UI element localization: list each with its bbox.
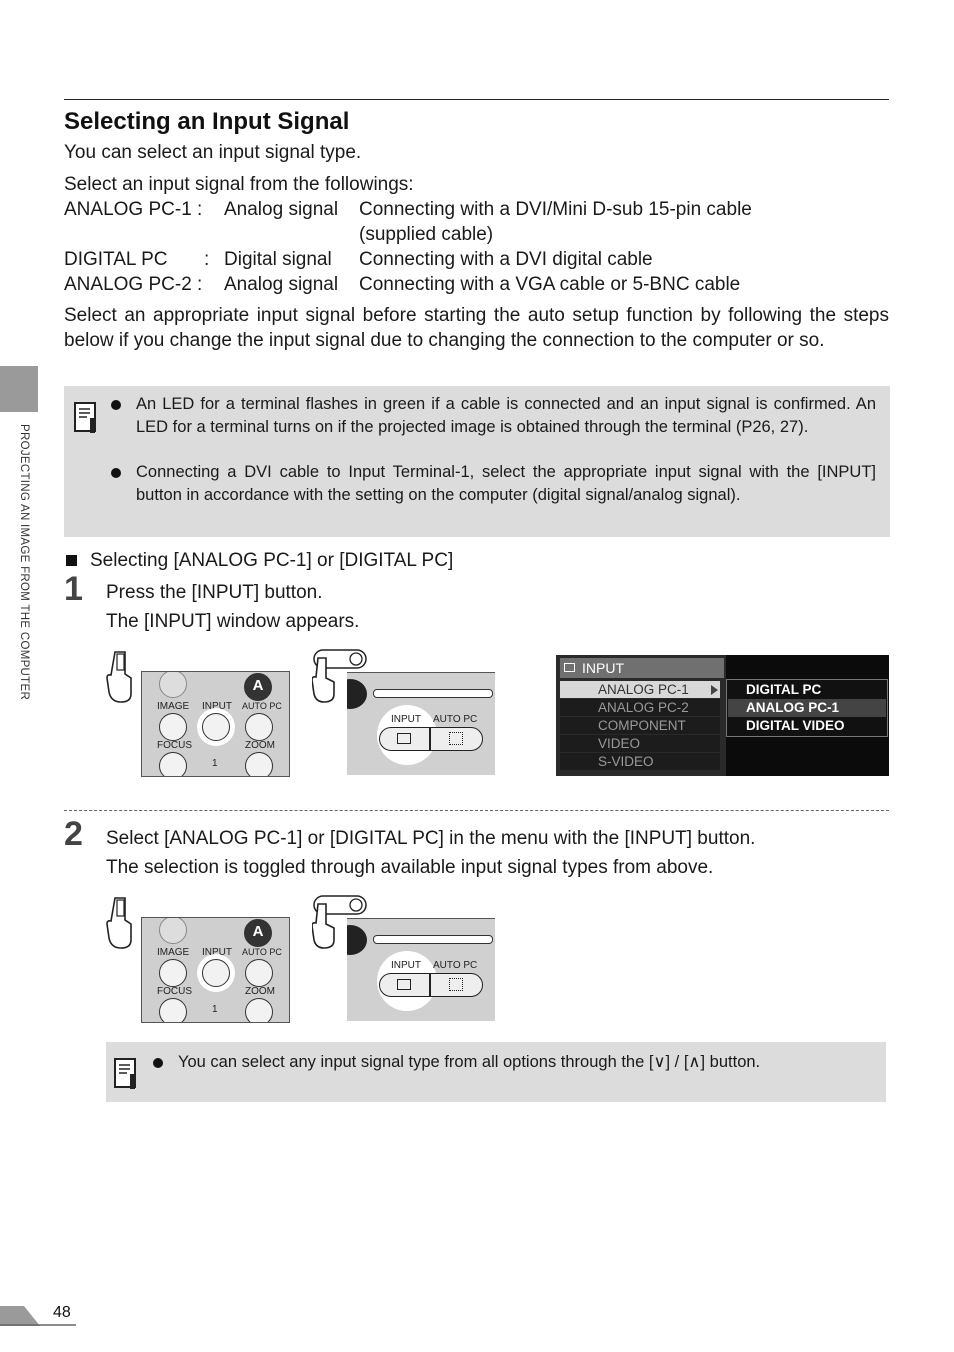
image-label: IMAGE: [157, 701, 190, 712]
input-icon[interactable]: [202, 713, 230, 741]
image-label: IMAGE: [157, 947, 190, 958]
signal-colon: :: [204, 249, 210, 270]
osd-sub-digital-video[interactable]: DIGITAL VIDEO: [746, 718, 845, 733]
step-number-1: 1: [64, 570, 83, 608]
osd-sub-analog-pc1[interactable]: ANALOG PC-1: [728, 699, 886, 717]
section-title: Selecting an Input Signal: [64, 108, 350, 135]
input-icon[interactable]: [397, 733, 411, 744]
input-label: INPUT: [202, 701, 232, 712]
note1-bullet-2: Connecting a DVI cable to Input Terminal…: [136, 463, 876, 504]
remote-control-2: A IMAGE INPUT AUTO PC FOCUS ZOOM 1: [141, 917, 290, 1023]
panel-auto-pc-label: AUTO PC: [433, 714, 478, 725]
osd-sub-digital-pc[interactable]: DIGITAL PC: [746, 682, 822, 697]
remote-hand-icon: [106, 894, 136, 955]
subheading: Selecting [ANALOG PC-1] or [DIGITAL PC]: [90, 550, 454, 571]
projector-panel-1: INPUT AUTO PC: [347, 672, 495, 775]
signal-type: Analog signal: [224, 199, 339, 220]
focus-icon[interactable]: [159, 998, 187, 1022]
power-icon: [159, 672, 187, 698]
auto-pc-icon[interactable]: [245, 713, 273, 741]
step-separator: [64, 810, 889, 811]
signal-type: Digital signal: [224, 249, 332, 270]
bullet-dot: [153, 1058, 163, 1068]
signal-desc: Connecting with a VGA cable or 5-BNC cab…: [359, 274, 741, 295]
osd-item-analog-pc1[interactable]: ANALOG PC-1: [560, 681, 720, 698]
note-box-1: An LED for a terminal flashes in green i…: [64, 386, 890, 537]
chapter-tab: [0, 366, 38, 412]
osd-item-s-video[interactable]: S-VIDEO: [560, 753, 720, 770]
panel-hand-icon: [311, 648, 370, 709]
remote-control-1: A IMAGE INPUT AUTO PC FOCUS ZOOM 1: [141, 671, 290, 777]
submenu-arrow-icon: [711, 685, 718, 695]
image-icon[interactable]: [159, 713, 187, 741]
input-icon: [564, 663, 575, 672]
step-2-result: The selection is toggled through availab…: [106, 857, 714, 878]
page-number: 48: [53, 1304, 71, 1321]
step-1-result: The [INPUT] window appears.: [106, 611, 360, 632]
signal-name: ANALOG PC-2 :: [64, 274, 203, 295]
power-icon: [159, 918, 187, 944]
focus-label: FOCUS: [157, 986, 192, 997]
signal-desc: Connecting with a DVI/Mini D-sub 15-pin …: [359, 199, 752, 220]
signal-type: Analog signal: [224, 274, 339, 295]
input-icon[interactable]: [397, 979, 411, 990]
auto-pc-icon[interactable]: [449, 732, 463, 745]
focus-label: FOCUS: [157, 740, 192, 751]
step-number-2: 2: [64, 815, 83, 853]
step-2-instruction: Select [ANALOG PC-1] or [DIGITAL PC] in …: [106, 828, 756, 849]
chapter-label: PROJECTING AN IMAGE FROM THE COMPUTER: [18, 424, 30, 701]
panel-hand-icon: [311, 894, 370, 955]
top-rule: [64, 99, 889, 100]
input-osd-menu: INPUT ANALOG PC-1 ANALOG PC-2 COMPONENT …: [556, 655, 889, 776]
panel-input-label: INPUT: [391, 960, 421, 971]
focus-icon[interactable]: [159, 752, 187, 776]
instruction-paragraph: Select an appropriate input signal befor…: [64, 305, 889, 351]
note2-bullet: You can select any input signal type fro…: [178, 1053, 761, 1071]
zoom-label: ZOOM: [245, 986, 275, 997]
number-1-label: 1: [212, 758, 218, 769]
input-label: INPUT: [202, 947, 232, 958]
intro-text: You can select an input signal type.: [64, 142, 362, 163]
auto-pc-icon[interactable]: [449, 978, 463, 991]
note-icon: [114, 1058, 138, 1095]
image-icon[interactable]: [159, 959, 187, 987]
page-tab: [0, 1306, 76, 1326]
projector-panel-2: INPUT AUTO PC: [347, 918, 495, 1021]
bullet-dot: [111, 400, 121, 410]
signal-desc-cont: (supplied cable): [359, 224, 494, 245]
number-1-label: 1: [212, 1004, 218, 1015]
auto-a-button[interactable]: A: [244, 919, 272, 947]
input-icon[interactable]: [202, 959, 230, 987]
bullet-dot: [111, 468, 121, 478]
remote-hand-icon: [106, 648, 136, 709]
auto-pc-label: AUTO PC: [242, 947, 282, 957]
note1-bullet-1: An LED for a terminal flashes in green i…: [136, 395, 876, 436]
note-box-2: You can select any input signal type fro…: [106, 1042, 886, 1102]
osd-item-analog-pc2[interactable]: ANALOG PC-2: [560, 699, 720, 716]
panel-auto-pc-label: AUTO PC: [433, 960, 478, 971]
zoom-label: ZOOM: [245, 740, 275, 751]
auto-a-button[interactable]: A: [244, 673, 272, 701]
signal-name: DIGITAL PC: [64, 249, 168, 270]
signal-desc: Connecting with a DVI digital cable: [359, 249, 653, 270]
osd-title: INPUT: [560, 658, 724, 678]
step-1-instruction: Press the [INPUT] button.: [106, 582, 323, 603]
zoom-icon[interactable]: [245, 998, 273, 1022]
panel-input-label: INPUT: [391, 714, 421, 725]
auto-pc-icon[interactable]: [245, 959, 273, 987]
zoom-icon[interactable]: [245, 752, 273, 776]
osd-item-video[interactable]: VIDEO: [560, 735, 720, 752]
square-bullet: [66, 555, 77, 566]
osd-item-component[interactable]: COMPONENT: [560, 717, 720, 734]
signal-name: ANALOG PC-1 :: [64, 199, 203, 220]
auto-pc-label: AUTO PC: [242, 701, 282, 711]
select-lead: Select an input signal from the followin…: [64, 174, 414, 195]
note-icon: [74, 402, 98, 439]
